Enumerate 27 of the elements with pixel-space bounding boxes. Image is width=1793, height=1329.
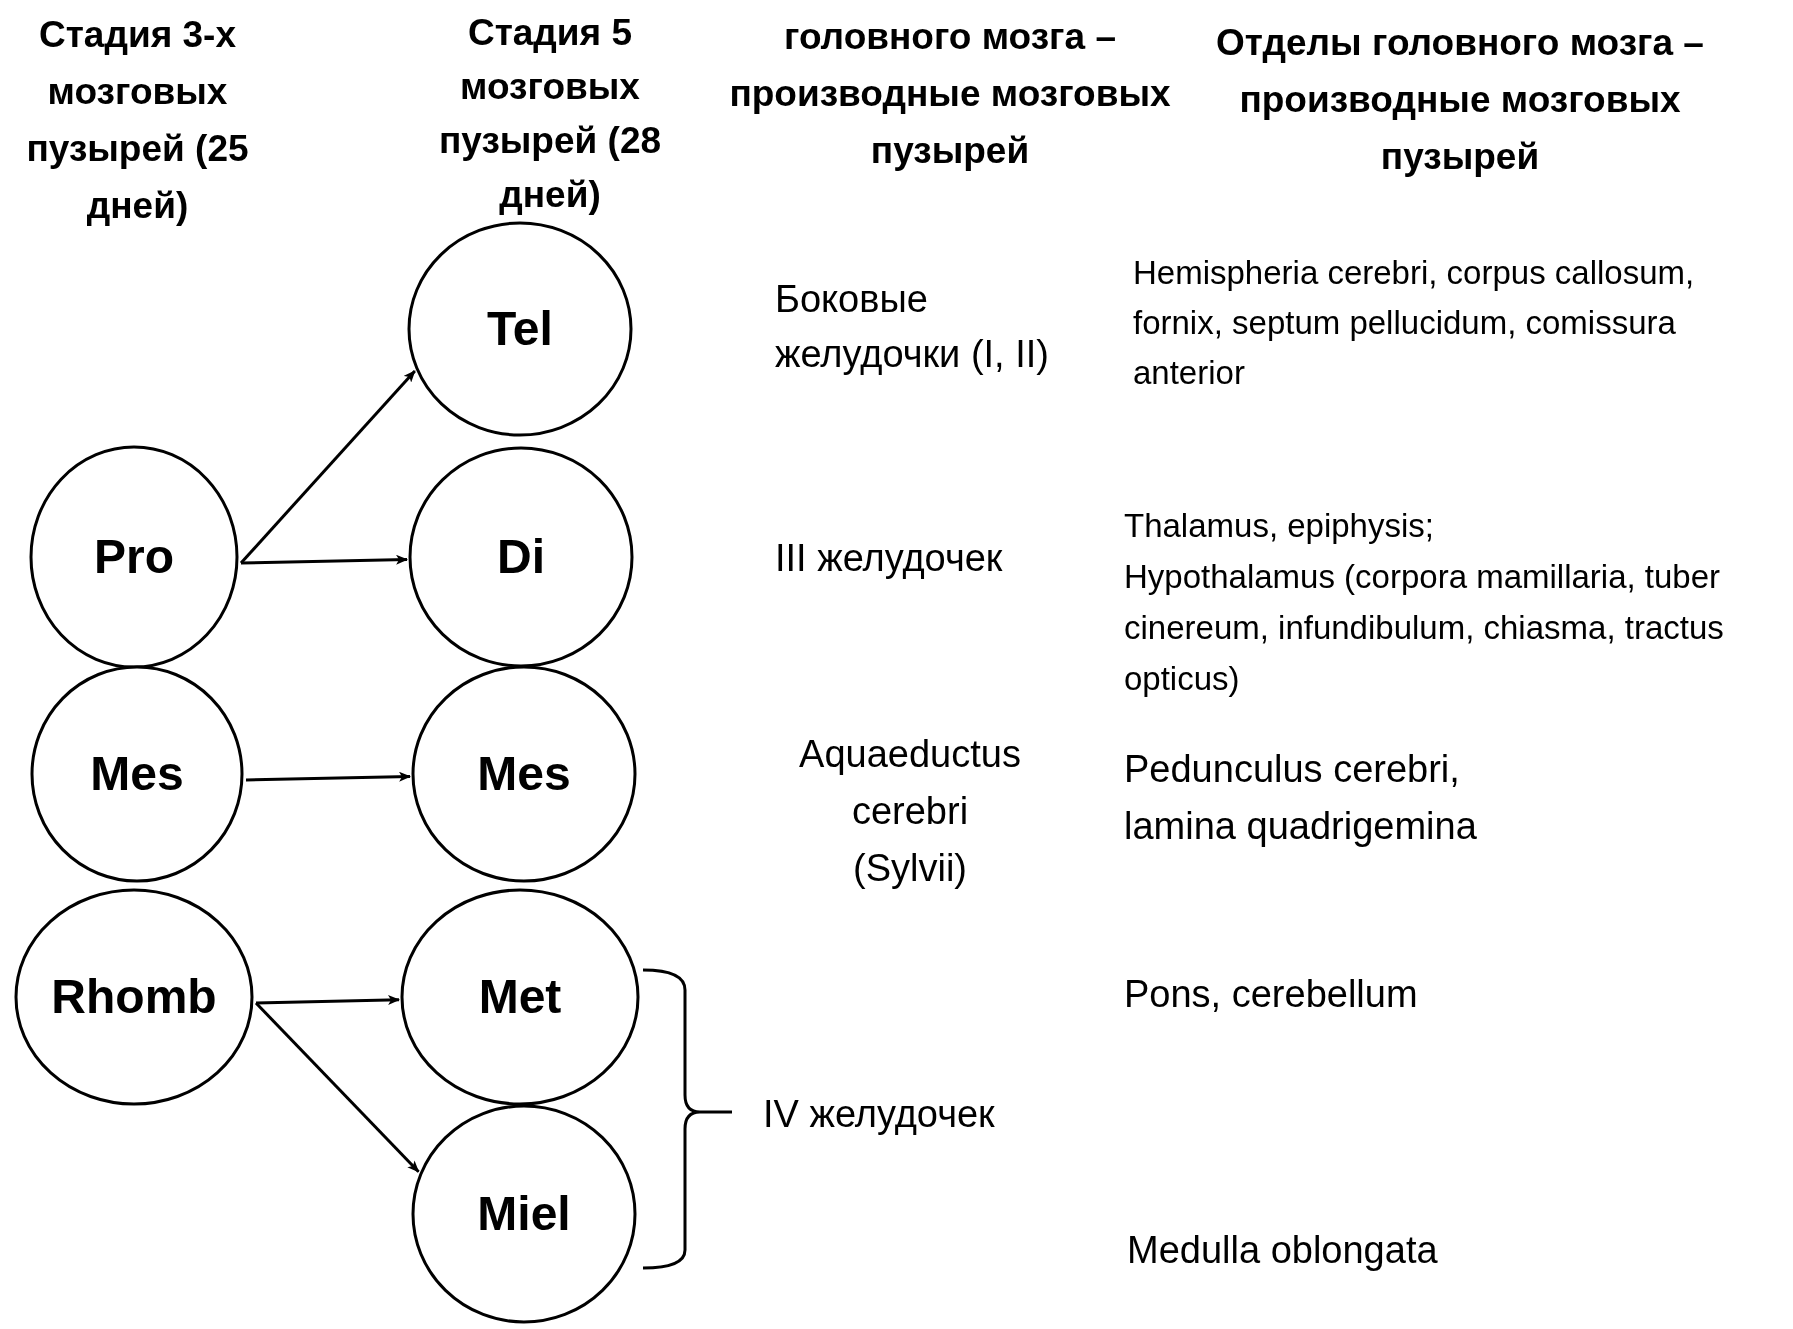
vesicle-label: Miel bbox=[477, 1190, 571, 1238]
arrow bbox=[245, 771, 412, 782]
derivatives-text: Thalamus, epiphysis; bbox=[1124, 506, 1435, 546]
vesicle-label: Met bbox=[478, 973, 562, 1021]
vesicle-label: Tel bbox=[487, 305, 553, 353]
derivatives-text: Hemispheria cerebri, corpus callosum, fornix, septum pellucidum, comissura anterior bbox=[1133, 253, 1696, 393]
vesicle-label: Rhomb bbox=[51, 973, 217, 1021]
column-heading: Отделы головного мозга – производные мозговых пузырей bbox=[1215, 21, 1705, 179]
arrow bbox=[240, 554, 409, 565]
derivatives-text: Pedunculus cerebri, lamina quadrigemina bbox=[1124, 747, 1478, 849]
column-heading: Стадия 3-х мозговых пузырей (25 дней) bbox=[25, 13, 250, 228]
arrow bbox=[239, 370, 416, 564]
ventricle-label: III желудочек bbox=[775, 536, 1004, 581]
vesicle-label: Mes bbox=[90, 750, 184, 798]
vesicle-label: Di bbox=[497, 533, 545, 581]
ventricle-label: Aquaeductus cerebri (Sylvii) bbox=[798, 732, 1022, 891]
vesicle-label: Mes bbox=[477, 750, 571, 798]
derivatives-text: Medulla oblongata bbox=[1127, 1228, 1439, 1273]
vesicle-label: Pro bbox=[94, 533, 174, 581]
arrow bbox=[254, 1001, 420, 1173]
column-heading: головного мозга – производные мозговых пузырей bbox=[728, 15, 1172, 173]
derivatives-text: Pons, cerebellum bbox=[1124, 972, 1419, 1017]
column-heading: Стадия 5 мозговых пузырей (28 дней) bbox=[437, 11, 663, 217]
ventricle-label: IV желудочек bbox=[763, 1092, 996, 1137]
ventricle-label: Боковые желудочки (I, II) bbox=[775, 277, 1050, 377]
derivatives-text: Hypothalamus (corpora mamillaria, tuber cinereum, infundibulum, chiasma, tractus opticus) bbox=[1124, 557, 1725, 699]
arrow bbox=[255, 995, 401, 1005]
